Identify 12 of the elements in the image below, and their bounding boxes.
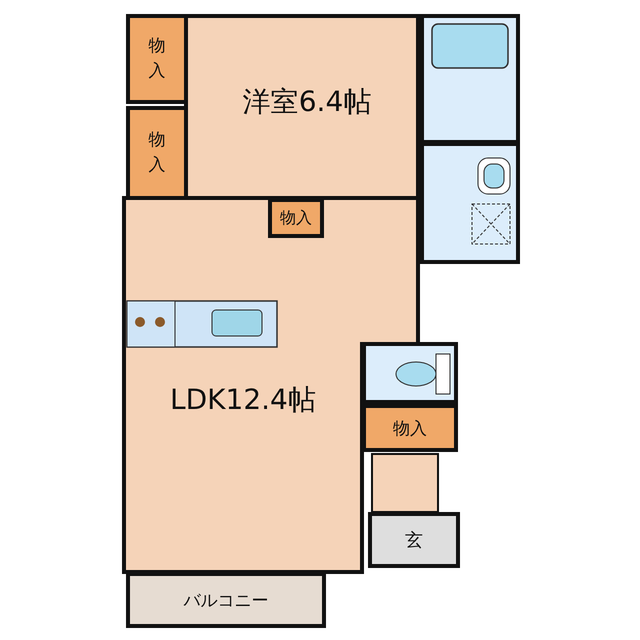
closet-room bbox=[268, 198, 324, 238]
room-label: 物入 bbox=[393, 418, 427, 440]
room-label: 物入 bbox=[280, 208, 312, 228]
room-label: 物入 bbox=[148, 128, 166, 177]
balcony bbox=[126, 572, 326, 628]
room-label: 洋室6.4帖 bbox=[242, 84, 372, 120]
room-label: LDK12.4帖 bbox=[170, 382, 316, 418]
room-label: 玄 bbox=[405, 529, 423, 552]
entrance bbox=[368, 512, 460, 568]
room-label: 物入 bbox=[148, 34, 166, 83]
room-label: バルコニー bbox=[184, 590, 268, 612]
closet-room bbox=[362, 404, 458, 452]
